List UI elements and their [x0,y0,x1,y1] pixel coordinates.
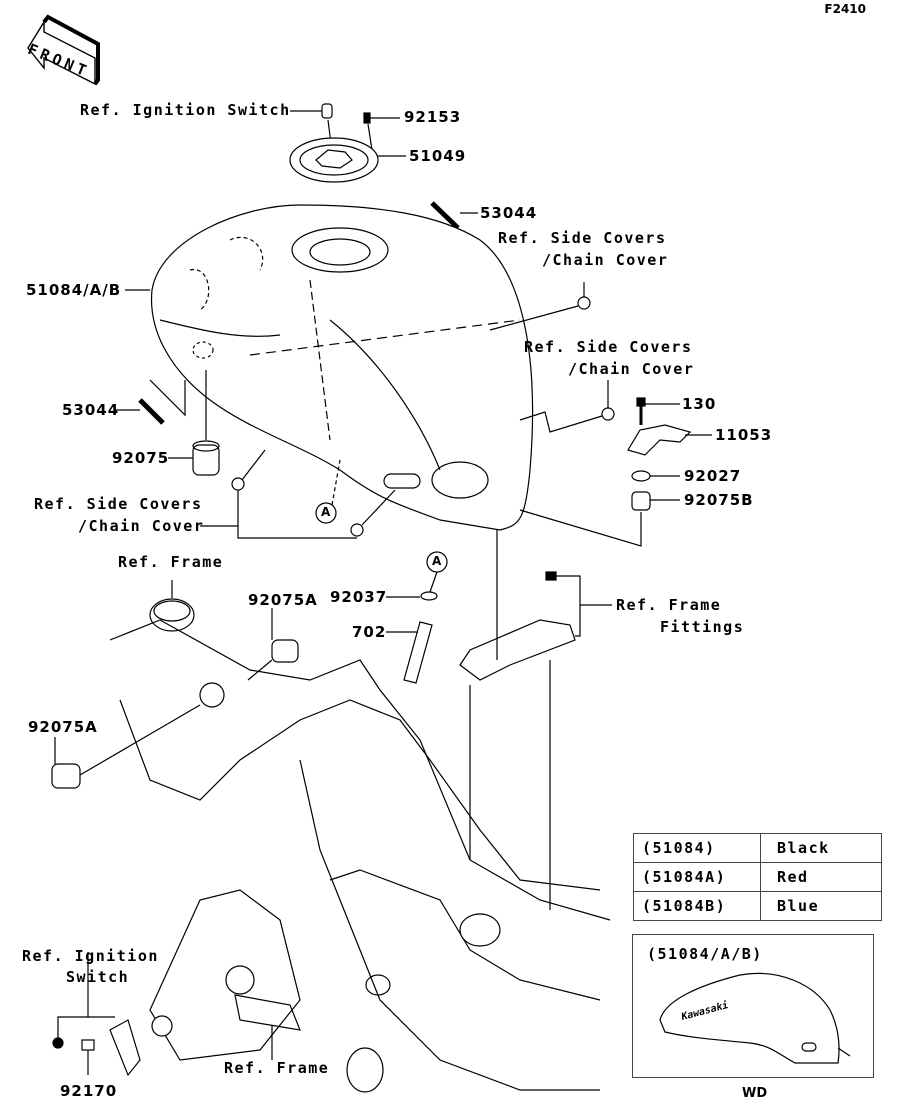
ref-ignition-switch-label[interactable]: Ref. Ignition Switch [80,101,291,119]
part-92027-label[interactable]: 92027 [684,467,742,485]
ref-chain-cover-label-1[interactable]: /Chain Cover [542,251,669,269]
color-variant-table: (51084) Black (51084A) Red (51084B) Blue [633,833,882,921]
ref-side-covers-label-1[interactable]: Ref. Side Covers [498,229,667,247]
rubber-strip-53044-top [430,201,478,230]
part-11053-label[interactable]: 11053 [715,426,773,444]
part-53044-top-label[interactable]: 53044 [480,204,538,222]
fuel-cap-51049 [289,137,406,183]
part-92075-label[interactable]: 92075 [112,449,170,467]
ref-frame-fittings-label-a[interactable]: Ref. Frame [616,596,722,614]
fuel-tank-51084 [125,204,534,531]
screw-92153 [363,112,400,151]
table-cell-color: Red [760,862,882,892]
grommet-parts [200,282,615,539]
ref-frame-label-bottom[interactable]: Ref. Frame [224,1059,330,1077]
ref-chain-cover-label-3[interactable]: /Chain Cover [78,517,205,535]
bolt-130 [636,397,680,425]
table-row: (51084A) Red [633,862,882,892]
table-cell-color: Black [760,833,882,863]
part-51049-label[interactable]: 51049 [409,147,467,165]
part-51084-label[interactable]: 51084/A/B [26,281,122,299]
clip-92037 [386,591,438,601]
part-53044-left-label[interactable]: 53044 [62,401,120,419]
ref-ignition-switch-bottom-label-a[interactable]: Ref. Ignition [22,947,159,965]
damper-92075b [519,491,680,547]
damper-92075 [168,370,220,476]
ref-frame-fittings-label-b[interactable]: Fittings [660,618,745,636]
table-row: (51084B) Blue [633,891,882,921]
part-92170-label[interactable]: 92170 [60,1082,118,1100]
ignition-switch-part [290,103,334,161]
rubber-strip-53044-left [115,379,186,425]
bracket-11053 [627,424,712,456]
hose-702 [386,621,433,684]
ref-side-covers-label-3[interactable]: Ref. Side Covers [34,495,203,513]
part-92075b-label[interactable]: 92075B [684,491,754,509]
table-row: (51084) Black [633,833,882,863]
motorcycle-frame [51,580,611,1093]
part-92037-label[interactable]: 92037 [330,588,388,606]
variant-inset-caption: WD [742,1086,768,1101]
table-cell-part: (51084A) [633,862,761,892]
variant-inset-title: (51084/A/B) [647,945,763,963]
ref-frame-label-top[interactable]: Ref. Frame [118,553,224,571]
collar-92027 [631,470,680,482]
marker-a-2: A [432,554,443,568]
ref-chain-cover-label-2[interactable]: /Chain Cover [568,360,695,378]
wd-tank-sketch [659,972,851,1064]
table-cell-color: Blue [760,891,882,921]
marker-a-1: A [321,505,332,519]
front-arrow-icon [27,14,100,86]
table-cell-part: (51084) [633,833,761,863]
ignition-switch-bracket-inset [52,889,301,1077]
marker-a-circles [315,459,448,593]
frame-fitting-plate [459,530,612,910]
ref-ignition-switch-bottom-label-b[interactable]: Switch [66,968,130,986]
kawasaki-decal: Kawasaki [680,999,730,1024]
part-130-label[interactable]: 130 [682,395,717,413]
variant-inset-box: (51084/A/B) Kawasaki [632,934,874,1078]
ref-side-covers-label-2[interactable]: Ref. Side Covers [524,338,693,356]
part-702-label[interactable]: 702 [352,623,387,641]
part-92075a-left-label[interactable]: 92075A [28,718,98,736]
figure-code: F2410 [824,2,866,16]
part-92153-label[interactable]: 92153 [404,108,462,126]
part-92075a-right-label[interactable]: 92075A [248,591,318,609]
table-cell-part: (51084B) [633,891,761,921]
